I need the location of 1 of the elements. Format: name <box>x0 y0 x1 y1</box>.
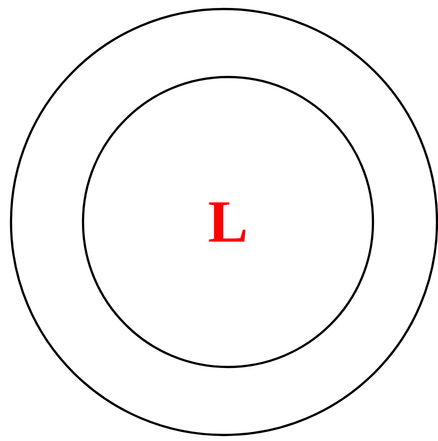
ring-circle <box>10 8 438 436</box>
